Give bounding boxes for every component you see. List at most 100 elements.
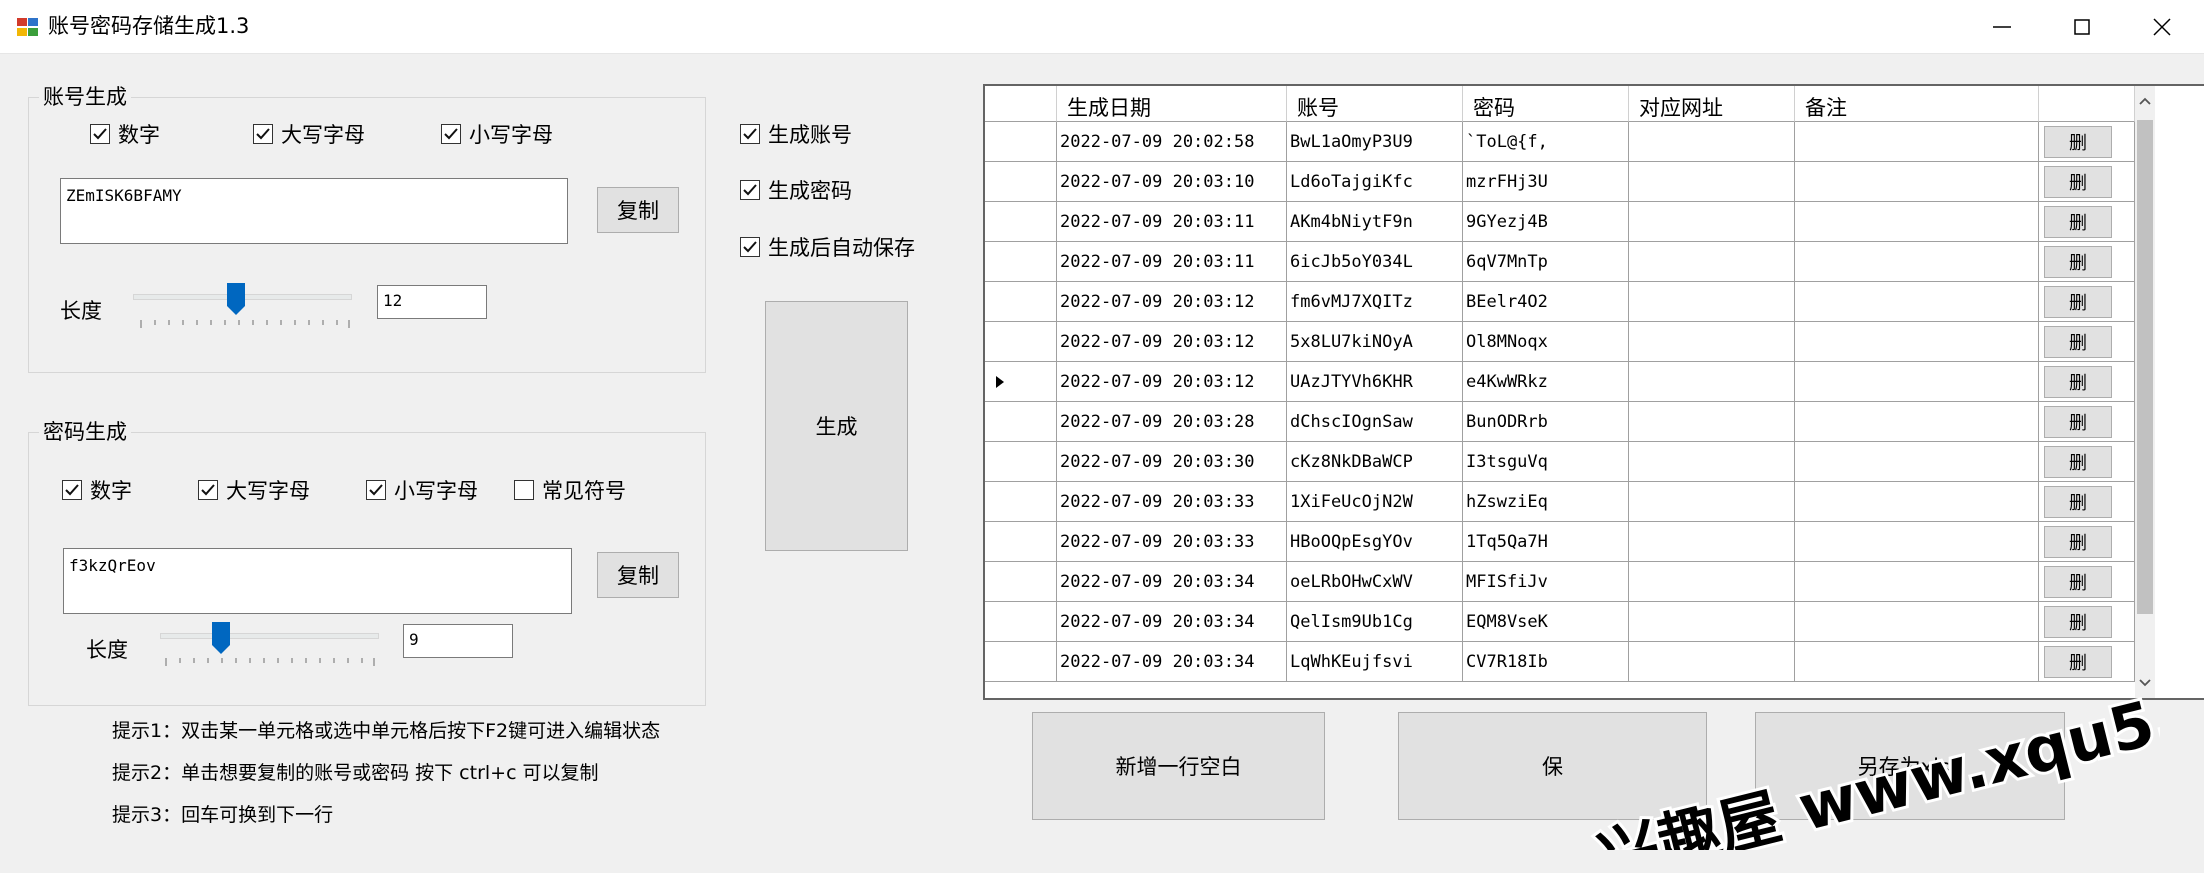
password-length-input[interactable]: 9 (403, 624, 513, 658)
cell-date[interactable]: 2022-07-09 20:03:11 (1057, 242, 1287, 282)
cell-password[interactable]: `ToL@{f, (1463, 122, 1629, 162)
maximize-button[interactable] (2042, 0, 2122, 54)
delete-row-button[interactable]: 删 (2044, 526, 2112, 558)
cell-account[interactable]: UAzJTYVh6KHR (1287, 362, 1463, 402)
password-length-slider-track[interactable] (160, 633, 379, 639)
delete-row-button[interactable]: 删 (2044, 126, 2112, 158)
delete-row-button[interactable]: 删 (2044, 406, 2112, 438)
cell-password[interactable]: mzrFHj3U (1463, 162, 1629, 202)
cell-date[interactable]: 2022-07-09 20:03:30 (1057, 442, 1287, 482)
cell-note[interactable] (1795, 362, 2039, 402)
password-length-slider-thumb[interactable] (211, 621, 231, 655)
cell-password[interactable]: MFISfiJv (1463, 562, 1629, 602)
cell-note[interactable] (1795, 642, 2039, 682)
cell-url[interactable] (1629, 122, 1795, 162)
cell-url[interactable] (1629, 322, 1795, 362)
account-lowercase-checkbox[interactable]: 小写字母 (441, 119, 553, 149)
account-length-input[interactable]: 12 (377, 285, 487, 319)
cell-password[interactable]: EQM8VseK (1463, 602, 1629, 642)
row-header[interactable] (985, 162, 1057, 202)
cell-password[interactable]: hZswziEq (1463, 482, 1629, 522)
cell-note[interactable] (1795, 282, 2039, 322)
cell-date[interactable]: 2022-07-09 20:03:34 (1057, 642, 1287, 682)
cell-date[interactable]: 2022-07-09 20:03:33 (1057, 482, 1287, 522)
delete-row-button[interactable]: 删 (2044, 166, 2112, 198)
scrollbar-thumb[interactable] (2137, 120, 2153, 614)
row-header[interactable] (985, 482, 1057, 522)
cell-note[interactable] (1795, 202, 2039, 242)
row-header[interactable] (985, 402, 1057, 442)
password-digits-checkbox[interactable]: 数字 (62, 475, 132, 505)
cell-account[interactable]: 1XiFeUcOjN2W (1287, 482, 1463, 522)
cell-account[interactable]: QelIsm9Ub1Cg (1287, 602, 1463, 642)
account-output-textbox[interactable]: ZEmISK6BFAMY (60, 178, 568, 244)
column-header-date[interactable]: 生成日期 (1057, 86, 1287, 122)
account-uppercase-checkbox[interactable]: 大写字母 (253, 119, 365, 149)
cell-url[interactable] (1629, 402, 1795, 442)
cell-url[interactable] (1629, 242, 1795, 282)
cell-date[interactable]: 2022-07-09 20:03:33 (1057, 522, 1287, 562)
cell-account[interactable]: fm6vMJ7XQITz (1287, 282, 1463, 322)
generate-button[interactable]: 生成 (765, 301, 908, 551)
cell-password[interactable]: 9GYezj4B (1463, 202, 1629, 242)
cell-account[interactable]: HBoOQpEsgYOv (1287, 522, 1463, 562)
cell-note[interactable] (1795, 602, 2039, 642)
cell-date[interactable]: 2022-07-09 20:03:12 (1057, 322, 1287, 362)
row-header[interactable] (985, 362, 1057, 402)
column-header-url[interactable]: 对应网址 (1629, 86, 1795, 122)
cell-date[interactable]: 2022-07-09 20:03:12 (1057, 282, 1287, 322)
add-blank-row-button[interactable]: 新增一行空白 (1032, 712, 1325, 820)
cell-date[interactable]: 2022-07-09 20:03:28 (1057, 402, 1287, 442)
delete-row-button[interactable]: 删 (2044, 606, 2112, 638)
cell-url[interactable] (1629, 522, 1795, 562)
column-header-account[interactable]: 账号 (1287, 86, 1463, 122)
column-header-password[interactable]: 密码 (1463, 86, 1629, 122)
cell-password[interactable]: Ol8MNoqx (1463, 322, 1629, 362)
account-digits-checkbox[interactable]: 数字 (90, 119, 160, 149)
scroll-up-icon[interactable] (2139, 96, 2151, 106)
cell-password[interactable]: e4KwWRkz (1463, 362, 1629, 402)
cell-password[interactable]: BunODRrb (1463, 402, 1629, 442)
password-lowercase-checkbox[interactable]: 小写字母 (366, 475, 478, 505)
password-uppercase-checkbox[interactable]: 大写字母 (198, 475, 310, 505)
copy-account-button[interactable]: 复制 (597, 187, 679, 233)
cell-password[interactable]: I3tsguVq (1463, 442, 1629, 482)
cell-url[interactable] (1629, 362, 1795, 402)
cell-account[interactable]: cKz8NkDBaWCP (1287, 442, 1463, 482)
cell-note[interactable] (1795, 242, 2039, 282)
row-header[interactable] (985, 322, 1057, 362)
cell-account[interactable]: AKm4bNiytF9n (1287, 202, 1463, 242)
row-header[interactable] (985, 562, 1057, 602)
save-button[interactable]: 保 (1398, 712, 1707, 820)
cell-url[interactable] (1629, 442, 1795, 482)
cell-url[interactable] (1629, 482, 1795, 522)
cell-note[interactable] (1795, 162, 2039, 202)
row-header[interactable] (985, 202, 1057, 242)
cell-account[interactable]: Ld6oTajgiKfc (1287, 162, 1463, 202)
cell-note[interactable] (1795, 442, 2039, 482)
cell-note[interactable] (1795, 402, 2039, 442)
cell-url[interactable] (1629, 562, 1795, 602)
password-symbols-checkbox[interactable]: 常见符号 (514, 475, 626, 505)
cell-url[interactable] (1629, 602, 1795, 642)
cell-url[interactable] (1629, 202, 1795, 242)
cell-date[interactable]: 2022-07-09 20:03:10 (1057, 162, 1287, 202)
cell-password[interactable]: CV7R18Ib (1463, 642, 1629, 682)
delete-row-button[interactable]: 删 (2044, 206, 2112, 238)
cell-password[interactable]: 6qV7MnTp (1463, 242, 1629, 282)
close-button[interactable] (2122, 0, 2202, 54)
cell-url[interactable] (1629, 282, 1795, 322)
cell-date[interactable]: 2022-07-09 20:03:34 (1057, 562, 1287, 602)
cell-note[interactable] (1795, 522, 2039, 562)
row-header[interactable] (985, 522, 1057, 562)
cell-password[interactable]: BEelr4O2 (1463, 282, 1629, 322)
